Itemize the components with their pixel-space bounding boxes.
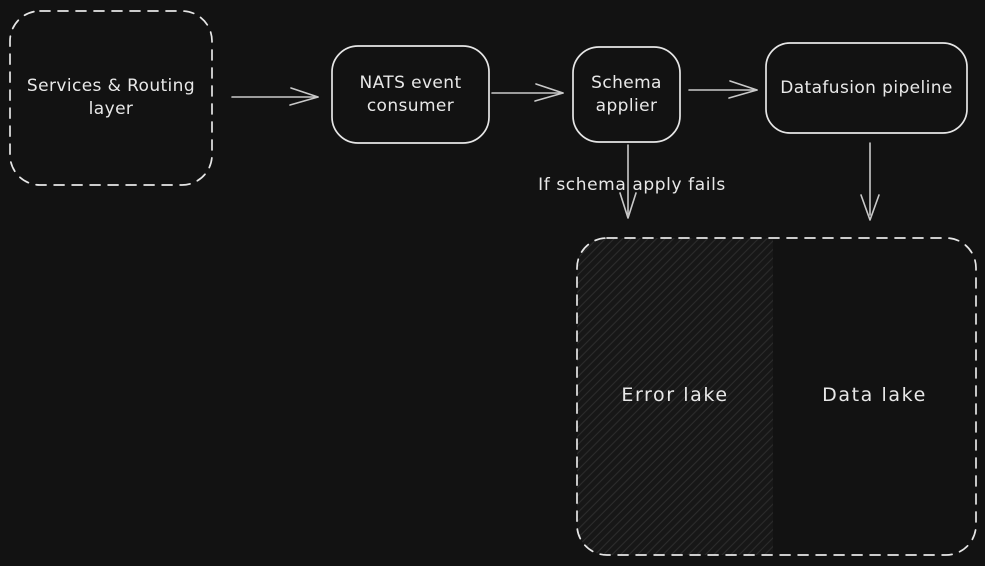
datafusion-pipeline-box[interactable] <box>765 42 968 134</box>
arrow-datafusion-to-data-lake[interactable] <box>860 142 880 221</box>
schema-applier-box[interactable] <box>572 46 681 143</box>
services-routing-layer-box[interactable] <box>9 10 213 186</box>
error-lake-region[interactable] <box>577 238 773 555</box>
lakes-container-box[interactable] <box>576 237 977 556</box>
arrow-schema-to-error-lake[interactable] <box>619 144 637 219</box>
arrow-services-to-nats[interactable] <box>231 87 319 106</box>
arrow-schema-to-datafusion[interactable] <box>688 80 758 99</box>
arrow-nats-to-schema[interactable] <box>491 83 564 102</box>
nats-event-consumer-box[interactable] <box>331 45 490 144</box>
